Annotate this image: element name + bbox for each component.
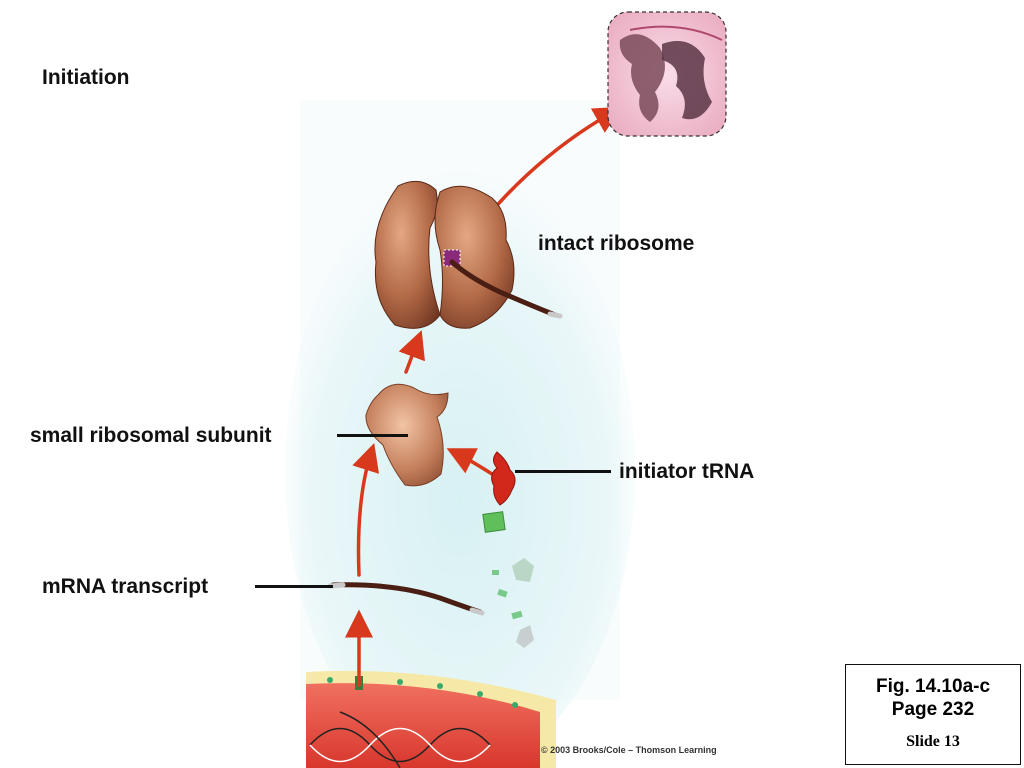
figure-number: Fig. 14.10a-c — [875, 676, 991, 697]
page-number: Page 232 — [891, 699, 975, 720]
initiator-trna — [482, 451, 516, 533]
small-subunit-leader-line — [337, 434, 408, 437]
arrow-subunit-to-ribosome — [398, 330, 425, 374]
slide-number: Slide 13 — [906, 733, 960, 750]
copyright-notice: © 2003 Brooks/Cole – Thomson Learning — [541, 745, 717, 755]
mrna-leader-line — [255, 585, 333, 588]
small-ribosomal-subunit-label: small ribosomal subunit — [30, 424, 272, 447]
figure-reference-box: Fig. 14.10a-c Page 232 Slide 13 — [845, 664, 1021, 765]
slide-title: Initiation — [42, 66, 130, 89]
intact-ribosome-label: intact ribosome — [538, 232, 695, 255]
trna-leader-line — [515, 470, 611, 473]
initiator-trna-label: initiator tRNA — [619, 460, 755, 483]
magnified-inset — [607, 11, 727, 137]
arrow-mrna-to-subunit — [352, 442, 380, 577]
mrna-transcript-label: mRNA transcript — [42, 575, 209, 598]
dna-helix — [309, 711, 491, 768]
arrow-trna-to-subunit — [446, 448, 494, 476]
protein-fragments — [492, 558, 534, 648]
intact-ribosome — [374, 180, 563, 329]
